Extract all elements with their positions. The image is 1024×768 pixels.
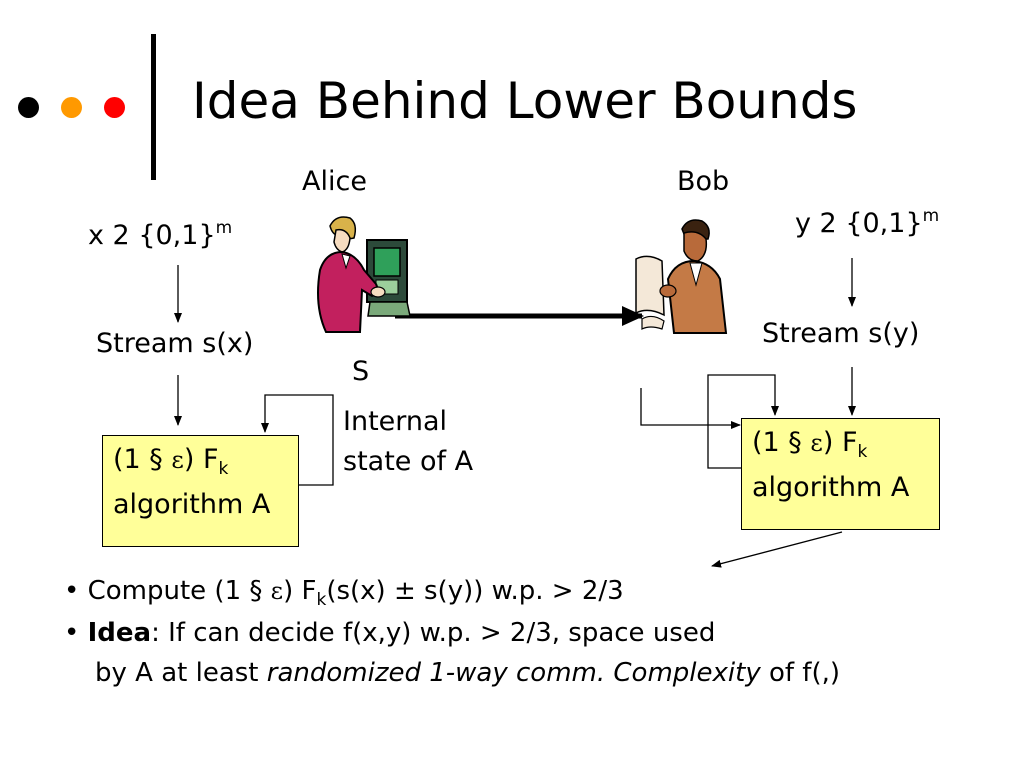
message-label: S [352,356,370,387]
internal-state-label: Internal state of A [343,406,474,477]
decor-dot-red [104,97,125,118]
bob-name: Bob [677,166,730,197]
bob-algorithm-box: (1 § ε) Fk algorithm A [741,418,940,530]
alice-input: x 2 {0,1}m [88,218,233,251]
bullet-idea: • Idea: If can decide f(x,y) w.p. > 2/3,… [64,618,716,648]
bob-box-line2: algorithm A [752,472,910,503]
bullet-idea-continued: by A at least randomized 1-way comm. Com… [95,658,840,688]
bob-box-line1: (1 § ε) Fk [752,427,868,462]
alice-name: Alice [302,166,367,197]
bullet-compute: • Compute (1 § ε) Fk(s(x) ± s(y)) w.p. >… [64,576,624,610]
title-divider [151,34,156,180]
bullet-marker: • [64,618,80,648]
bob-stream: Stream s(y) [762,318,920,349]
decor-dot-orange [61,97,82,118]
bob-input: y 2 {0,1}m [795,206,940,239]
alice-box-line2: algorithm A [113,489,271,520]
page-title: Idea Behind Lower Bounds [192,72,858,130]
alice-clipart [317,216,411,333]
alice-stream: Stream s(x) [96,328,254,359]
bullet-marker: • [64,576,80,606]
decor-dot-black [18,97,39,118]
alice-algorithm-box: (1 § ε) Fk algorithm A [102,435,299,547]
alice-box-line1: (1 § ε) Fk [113,444,229,479]
bob-clipart [635,219,728,334]
